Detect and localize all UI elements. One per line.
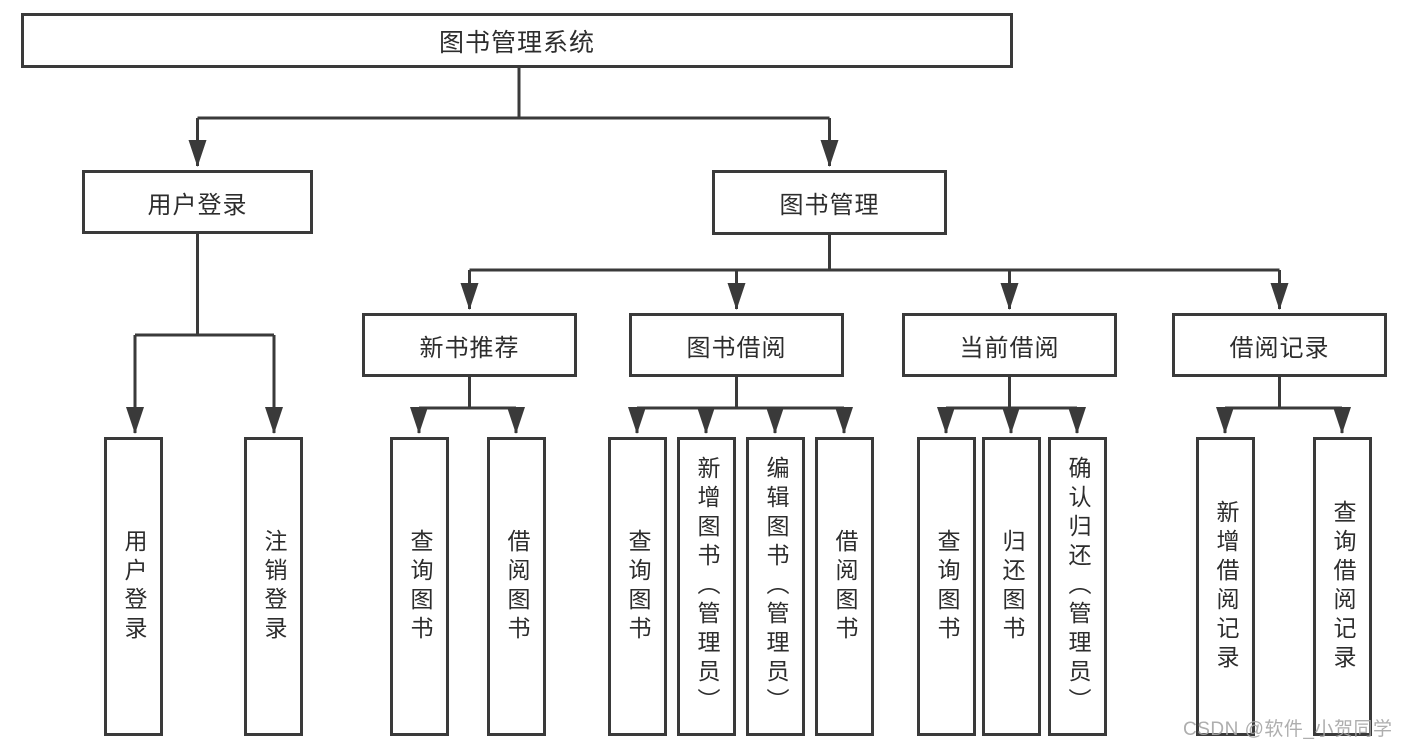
node-query-books-current: 查询图书 — [917, 437, 976, 736]
node-borrow-books-borrowing: 借阅图书 — [815, 437, 874, 736]
node-borrow-books-recommend: 借阅图书 — [487, 437, 546, 736]
node-book-management: 图书管理 — [712, 170, 947, 235]
node-user-login: 用户登录 — [82, 170, 313, 234]
node-query-borrow-record: 查询借阅记录 — [1313, 437, 1372, 736]
node-borrowing-records: 借阅记录 — [1172, 313, 1387, 377]
node-logout: 注销登录 — [244, 437, 303, 736]
node-book-borrowing: 图书借阅 — [629, 313, 844, 377]
node-return-books: 归还图书 — [982, 437, 1041, 736]
watermark: CSDN @软件_小贺同学 — [1183, 719, 1393, 740]
node-query-books-recommend: 查询图书 — [390, 437, 449, 736]
node-confirm-return-admin: 确认归还（管理员） — [1048, 437, 1107, 736]
node-query-books-borrowing: 查询图书 — [608, 437, 667, 736]
node-user-login-leaf: 用户登录 — [104, 437, 163, 736]
node-edit-books-admin: 编辑图书（管理员） — [746, 437, 805, 736]
node-current-borrowing: 当前借阅 — [902, 313, 1117, 377]
node-add-books-admin: 新增图书（管理员） — [677, 437, 736, 736]
node-new-book-recommendation: 新书推荐 — [362, 313, 577, 377]
node-library-system: 图书管理系统 — [21, 13, 1013, 68]
node-add-borrow-record: 新增借阅记录 — [1196, 437, 1255, 736]
